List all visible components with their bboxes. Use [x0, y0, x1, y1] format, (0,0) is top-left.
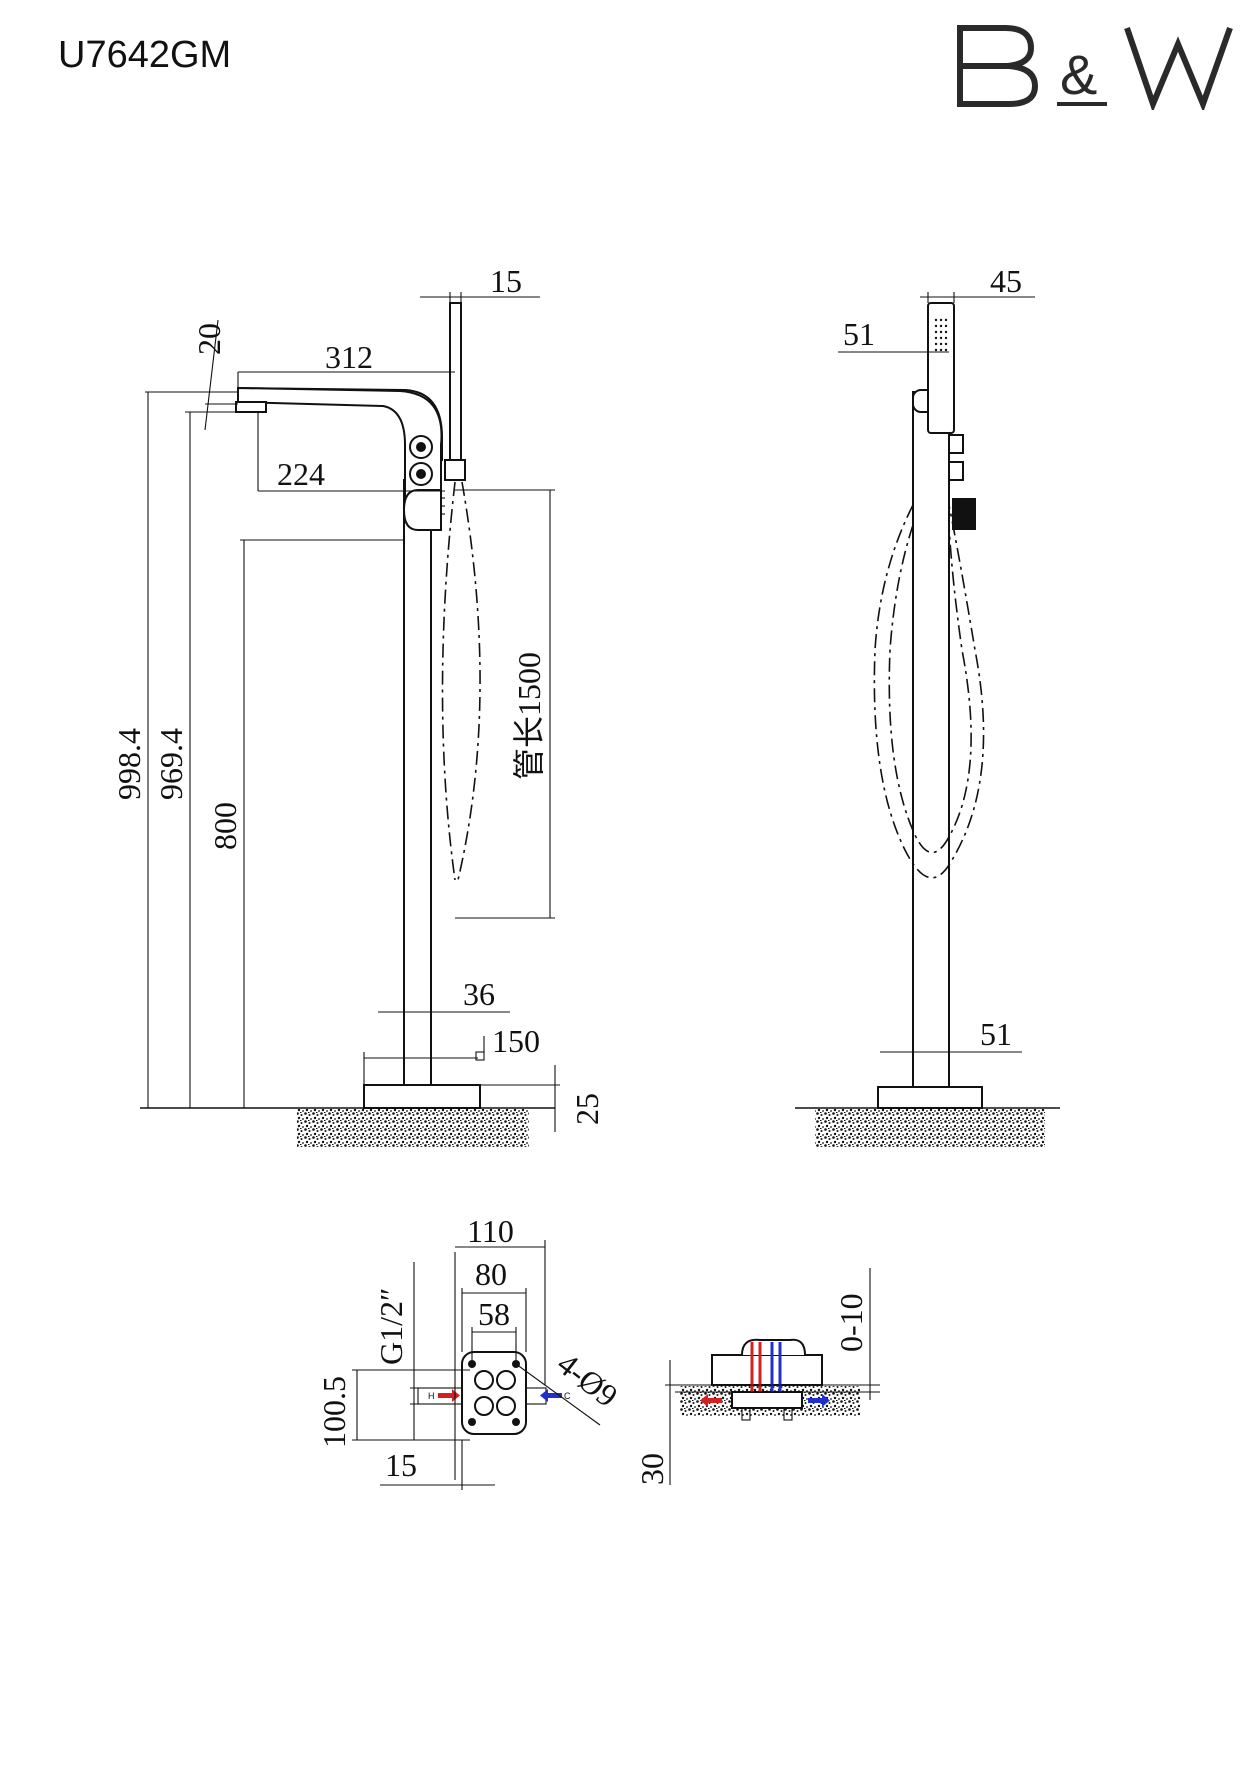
hand-shower — [449, 302, 462, 464]
dim-spout-outlet: 224 — [277, 456, 325, 492]
floor-hatch — [297, 1109, 529, 1147]
thermostatic-body — [402, 489, 442, 531]
label-hot: H — [428, 1391, 435, 1401]
dim-spout-reach: 312 — [325, 339, 373, 375]
dim-offset: 15 — [385, 1447, 417, 1483]
install-section: 0-10 30 — [634, 1268, 880, 1485]
brand-logo: & — [957, 25, 1233, 110]
dim-handshower-width: 15 — [490, 263, 522, 299]
dim-thread: G1/2″ — [373, 1288, 409, 1365]
dim-bottom-column: 51 — [980, 1016, 1012, 1052]
dim-holes: 4-Ø9 — [551, 1345, 625, 1414]
dim-base-height: 25 — [569, 1093, 605, 1125]
install-plan: H C 110 80 58 G1/2″ 100.5 15 4-Ø9 — [316, 1213, 625, 1490]
dim-total-height: 998.4 — [111, 728, 147, 800]
svg-text:&: & — [1060, 43, 1097, 106]
dim-height: 100.5 — [316, 1376, 352, 1448]
dim-handle-height: 800 — [207, 802, 243, 850]
dim-outer: 110 — [467, 1213, 514, 1249]
floor-hatch-side — [815, 1109, 1045, 1147]
dim-outlet-height: 969.4 — [153, 728, 189, 800]
valve-body — [731, 1391, 803, 1409]
dim-top-column: 51 — [843, 316, 875, 352]
column — [403, 479, 432, 1086]
hot-arrow — [438, 1393, 452, 1398]
side-hose — [873, 504, 985, 879]
dim-base-diameter: 150 — [492, 1023, 540, 1059]
side-hand-shower — [927, 302, 955, 434]
dim-adjust: 0-10 — [833, 1293, 869, 1352]
dim-hose-length: 管长1500 — [511, 652, 547, 780]
base-plate — [363, 1084, 481, 1109]
side-dial — [952, 498, 976, 530]
hose — [441, 481, 456, 881]
side-column — [912, 391, 950, 1088]
front-view: 15 312 20 224 管长1500 998.4 969.4 800 36 … — [111, 263, 605, 1147]
cold-arrow — [548, 1393, 562, 1398]
dim-spout-tilt: 20 — [191, 323, 227, 355]
dim-depth: 30 — [634, 1453, 670, 1485]
dim-column-diameter: 36 — [463, 976, 495, 1012]
dim-handshower-depth: 45 — [990, 263, 1022, 299]
side-view: 45 51 51 — [795, 263, 1060, 1147]
dim-inner: 58 — [478, 1296, 510, 1332]
dim-middle: 80 — [475, 1256, 507, 1292]
label-cold: C — [564, 1391, 571, 1401]
model-code: U7642GM — [58, 34, 232, 76]
